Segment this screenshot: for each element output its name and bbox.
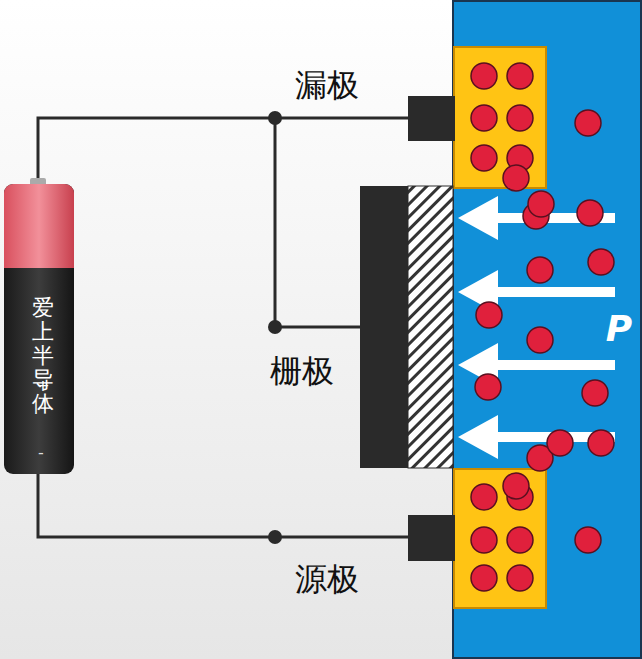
battery-symbol — [4, 178, 74, 474]
gate-metal — [360, 186, 408, 468]
battery-brand: 爱上半导体 — [32, 296, 54, 417]
region-type-label: P — [606, 308, 632, 349]
p-substrate — [453, 1, 641, 658]
terminal-label: 漏极 — [295, 68, 359, 103]
battery: +爱上半导体- — [4, 184, 74, 474]
wire — [38, 118, 410, 537]
n-drain-region — [454, 47, 546, 188]
substrate-region: P — [453, 0, 641, 659]
junction-dot — [268, 111, 282, 544]
n-source-region — [454, 469, 546, 608]
gate-oxide — [408, 186, 453, 468]
terminal-label: 源极 — [295, 562, 359, 597]
field-arrow — [458, 196, 615, 459]
source-terminal — [408, 515, 455, 561]
drain-terminal — [408, 96, 455, 141]
electron — [471, 63, 614, 591]
polarity-mark: - — [38, 443, 44, 462]
terminal-label: 栅极 — [270, 354, 334, 389]
